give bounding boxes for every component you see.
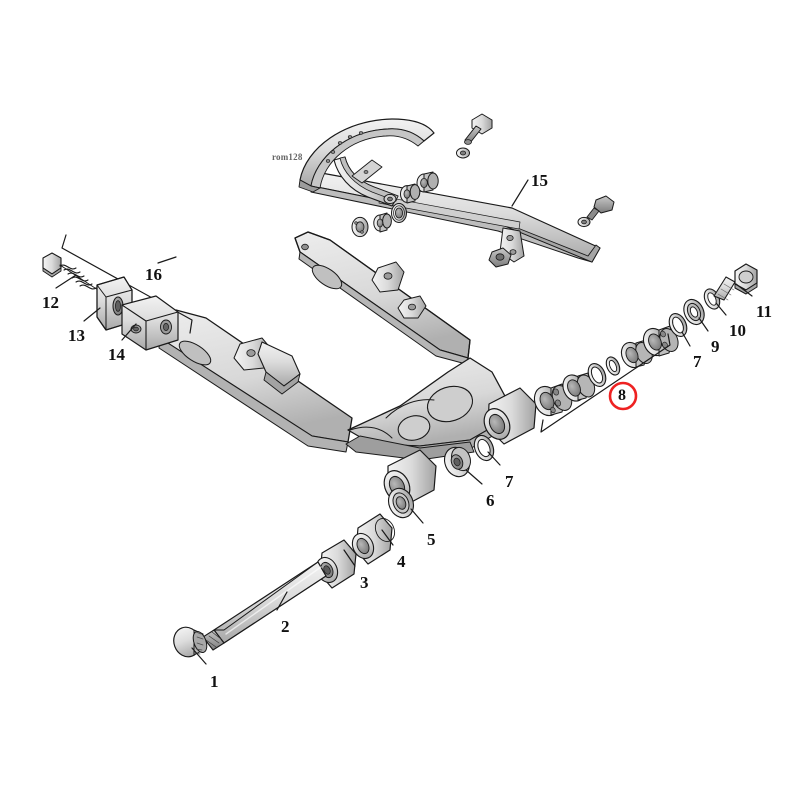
- callout-4: 4: [397, 552, 406, 571]
- callout-10: 10: [729, 321, 746, 340]
- bearing-washer-small: [605, 356, 621, 376]
- bearing-cage-right: [642, 325, 679, 357]
- part-14-adjuster-slider-block: [121, 295, 179, 351]
- callout-12: 12: [42, 293, 59, 312]
- rear-fender: [298, 118, 435, 193]
- callout-8: 8: [618, 387, 626, 404]
- callout-15: 15: [531, 171, 548, 190]
- leader-lines: [55, 179, 753, 665]
- callout-11: 11: [756, 302, 773, 321]
- part-2-rear-axle-shaft: [202, 561, 327, 651]
- guard-bolt-lower: [586, 195, 615, 221]
- part-4-axle-spacer-outer: [351, 513, 396, 565]
- callout-2: 2: [281, 617, 290, 636]
- fender-strut: [333, 156, 399, 207]
- guard-nut-lower: [488, 247, 512, 268]
- watermark-text: rom128: [272, 152, 303, 162]
- item-8-highlight-circle: [608, 381, 638, 411]
- bearing-race-ring-1: [587, 363, 607, 387]
- part-5-seal-washer: [387, 487, 415, 519]
- fender-bushing-stack: [351, 171, 439, 238]
- part-1-axle-cap-nut: [173, 626, 208, 658]
- callout-14: 14: [108, 345, 125, 364]
- guard-washer-upper: [456, 147, 470, 159]
- item-8-bracket: [540, 333, 671, 433]
- part-6-bearing-retainer: [443, 446, 471, 478]
- callout-6: 6: [486, 491, 495, 510]
- callout-7-upper: 7: [693, 352, 702, 371]
- guard-washer-lower: [577, 216, 591, 228]
- part-11-pivot-bolt: [713, 263, 758, 301]
- callout-13: 13: [68, 326, 85, 345]
- part-7-shim-washer-upper: [668, 313, 688, 337]
- bearing-cage-left: [533, 383, 573, 417]
- callout-5: 5: [427, 530, 436, 549]
- axle-lug-upper: [483, 387, 537, 445]
- swingarm-body: [157, 231, 507, 461]
- callout-3: 3: [360, 573, 369, 592]
- part-8-pivot-bearing-kit: [533, 325, 679, 417]
- callout-16: 16: [145, 265, 162, 284]
- callout-7-lower: 7: [505, 472, 514, 491]
- callout-9: 9: [711, 337, 720, 356]
- part-12-adjuster-screw: [42, 252, 99, 291]
- part-7-shim-washer-lower: [473, 434, 495, 462]
- callout-1: 1: [210, 672, 219, 691]
- guard-bolt-upper: [464, 113, 493, 145]
